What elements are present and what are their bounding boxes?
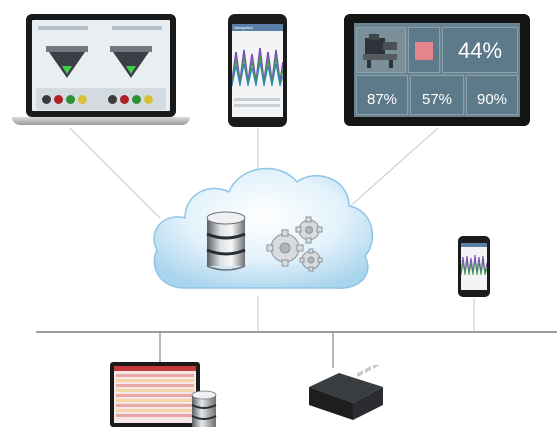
monitor-table-row	[116, 384, 194, 387]
small-phone-waveform-chart	[461, 254, 487, 276]
tablet-dashboard-display: 44% 87% 57% 90%	[354, 23, 520, 117]
tile-main-percent: 44%	[442, 27, 518, 73]
phone-list-row	[234, 104, 280, 107]
machine-icon	[363, 34, 397, 68]
tile-value-3: 90%	[476, 91, 508, 108]
small-phone-header	[461, 243, 487, 247]
smartphone-icon	[458, 236, 490, 297]
monitor-table-row	[116, 399, 194, 402]
hopper-rim	[110, 46, 152, 52]
phone-waveform-chart	[232, 47, 283, 87]
indicator-lamp-icon	[132, 95, 141, 104]
cloud-shape	[153, 167, 374, 289]
tile-value-1: 87%	[366, 91, 398, 108]
flow-arrow-icon	[126, 66, 136, 74]
monitor-table-row	[116, 394, 194, 397]
laptop-scada-display	[32, 20, 170, 111]
status-tile	[408, 27, 440, 73]
laptop-icon	[26, 14, 176, 117]
indicator-lamp-icon	[78, 95, 87, 104]
indicator-lamp-icon	[108, 95, 117, 104]
hopper-rim	[46, 46, 88, 52]
monitor-table-row	[116, 404, 194, 407]
gateway-box-icon	[309, 365, 383, 420]
tablet-icon: 44% 87% 57% 90%	[344, 14, 530, 126]
tile-value-2: 57%	[421, 91, 453, 108]
indicator-lamp-icon	[120, 95, 129, 104]
gears-icon	[266, 216, 323, 272]
hopper-right-icon	[113, 52, 149, 78]
indicator-lamp-icon	[42, 95, 51, 104]
small-phone-display	[461, 243, 487, 290]
monitor-table-row	[116, 389, 194, 392]
monitor-table-row	[116, 414, 194, 417]
indicator-lamp-icon	[144, 95, 153, 104]
hopper-left-icon	[49, 52, 85, 78]
link-tablet-cloud	[345, 127, 439, 211]
link-laptop-cloud	[69, 127, 161, 219]
database-icon	[191, 390, 217, 427]
tile-percent-1: 87%	[356, 75, 408, 115]
monitor-table-display	[114, 366, 196, 423]
laptop-panel-bar	[112, 26, 162, 30]
smartphone-icon: Navigation	[228, 14, 287, 127]
monitor-header-bar	[114, 366, 196, 371]
flow-arrow-icon	[62, 66, 72, 74]
laptop-panel-bar	[38, 26, 88, 30]
monitor-table-row	[116, 379, 194, 382]
indicator-lamp-icon	[66, 95, 75, 104]
monitor-table-row	[116, 409, 194, 412]
tile-main-value: 44%	[457, 38, 503, 63]
machine-image-tile	[356, 27, 406, 73]
tile-percent-3: 90%	[466, 75, 518, 115]
tile-percent-2: 57%	[410, 75, 464, 115]
laptop-control-panel	[36, 88, 166, 110]
monitor-table-row	[116, 374, 194, 377]
phone-header-label: Navigation	[232, 24, 283, 31]
indicator-lamp-icon	[54, 95, 63, 104]
laptop-base	[12, 117, 190, 125]
database-icon	[206, 211, 246, 271]
cloud-icon	[153, 167, 374, 289]
phone-list-row	[234, 98, 280, 101]
monitor-icon	[110, 362, 200, 427]
alarm-indicator	[415, 42, 433, 60]
phone-chart-display: Navigation	[232, 24, 283, 117]
